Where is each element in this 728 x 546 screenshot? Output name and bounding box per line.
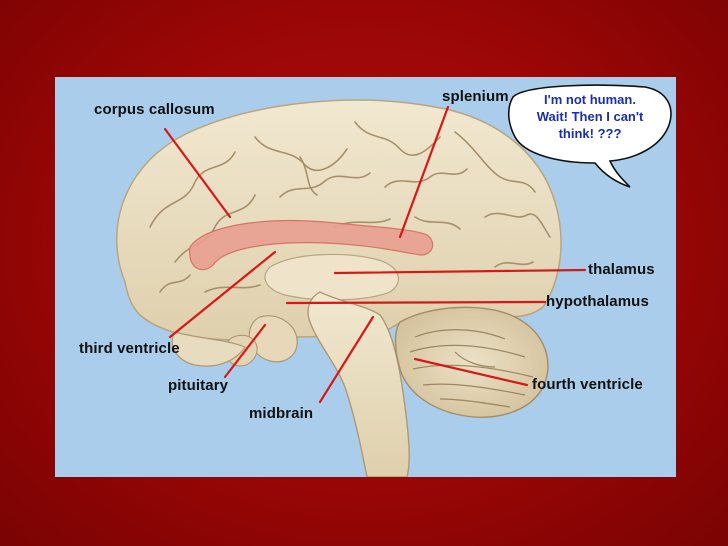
pointer-third-ventricle [168, 250, 277, 339]
label-third-ventricle: third ventricle [79, 340, 180, 357]
cerebellum-shape [394, 306, 549, 418]
bubble-line-3: think! ??? [558, 126, 622, 141]
label-hypothalamus: hypothalamus [546, 293, 649, 310]
pituitary-shape [248, 315, 298, 363]
brainstem-shape [307, 291, 410, 477]
thalamus-shape [264, 253, 400, 301]
label-thalamus: thalamus [588, 261, 655, 278]
pointer-corpus-callosum [163, 127, 232, 219]
brain-diagram: corpus callosum splenium thalamus hypoth… [55, 77, 676, 477]
speech-bubble [507, 84, 672, 188]
pointer-fourth-ventricle [413, 357, 529, 387]
pointer-splenium [398, 105, 450, 239]
corpus-callosum-shape [189, 220, 434, 271]
bubble-line-1: I'm not human. [544, 92, 636, 107]
label-fourth-ventricle: fourth ventricle [532, 376, 643, 393]
gyri-folds [149, 121, 551, 293]
pointer-thalamus [333, 268, 587, 275]
label-pituitary: pituitary [168, 377, 229, 394]
label-midbrain: midbrain [249, 405, 314, 422]
label-splenium: splenium [442, 88, 509, 105]
speech-bubble-text: I'm not human. Wait! Then I can't think!… [510, 91, 670, 142]
bubble-line-2: Wait! Then I can't [536, 109, 644, 124]
pointer-lines [163, 105, 587, 404]
pointer-hypothalamus [285, 300, 547, 305]
cerebellum-folia [409, 329, 534, 408]
brain-illustration [116, 84, 672, 477]
pointer-pituitary [223, 323, 267, 379]
temporal-lobe [171, 331, 246, 367]
pointer-midbrain [318, 315, 375, 404]
label-corpus-callosum: corpus callosum [94, 101, 215, 118]
